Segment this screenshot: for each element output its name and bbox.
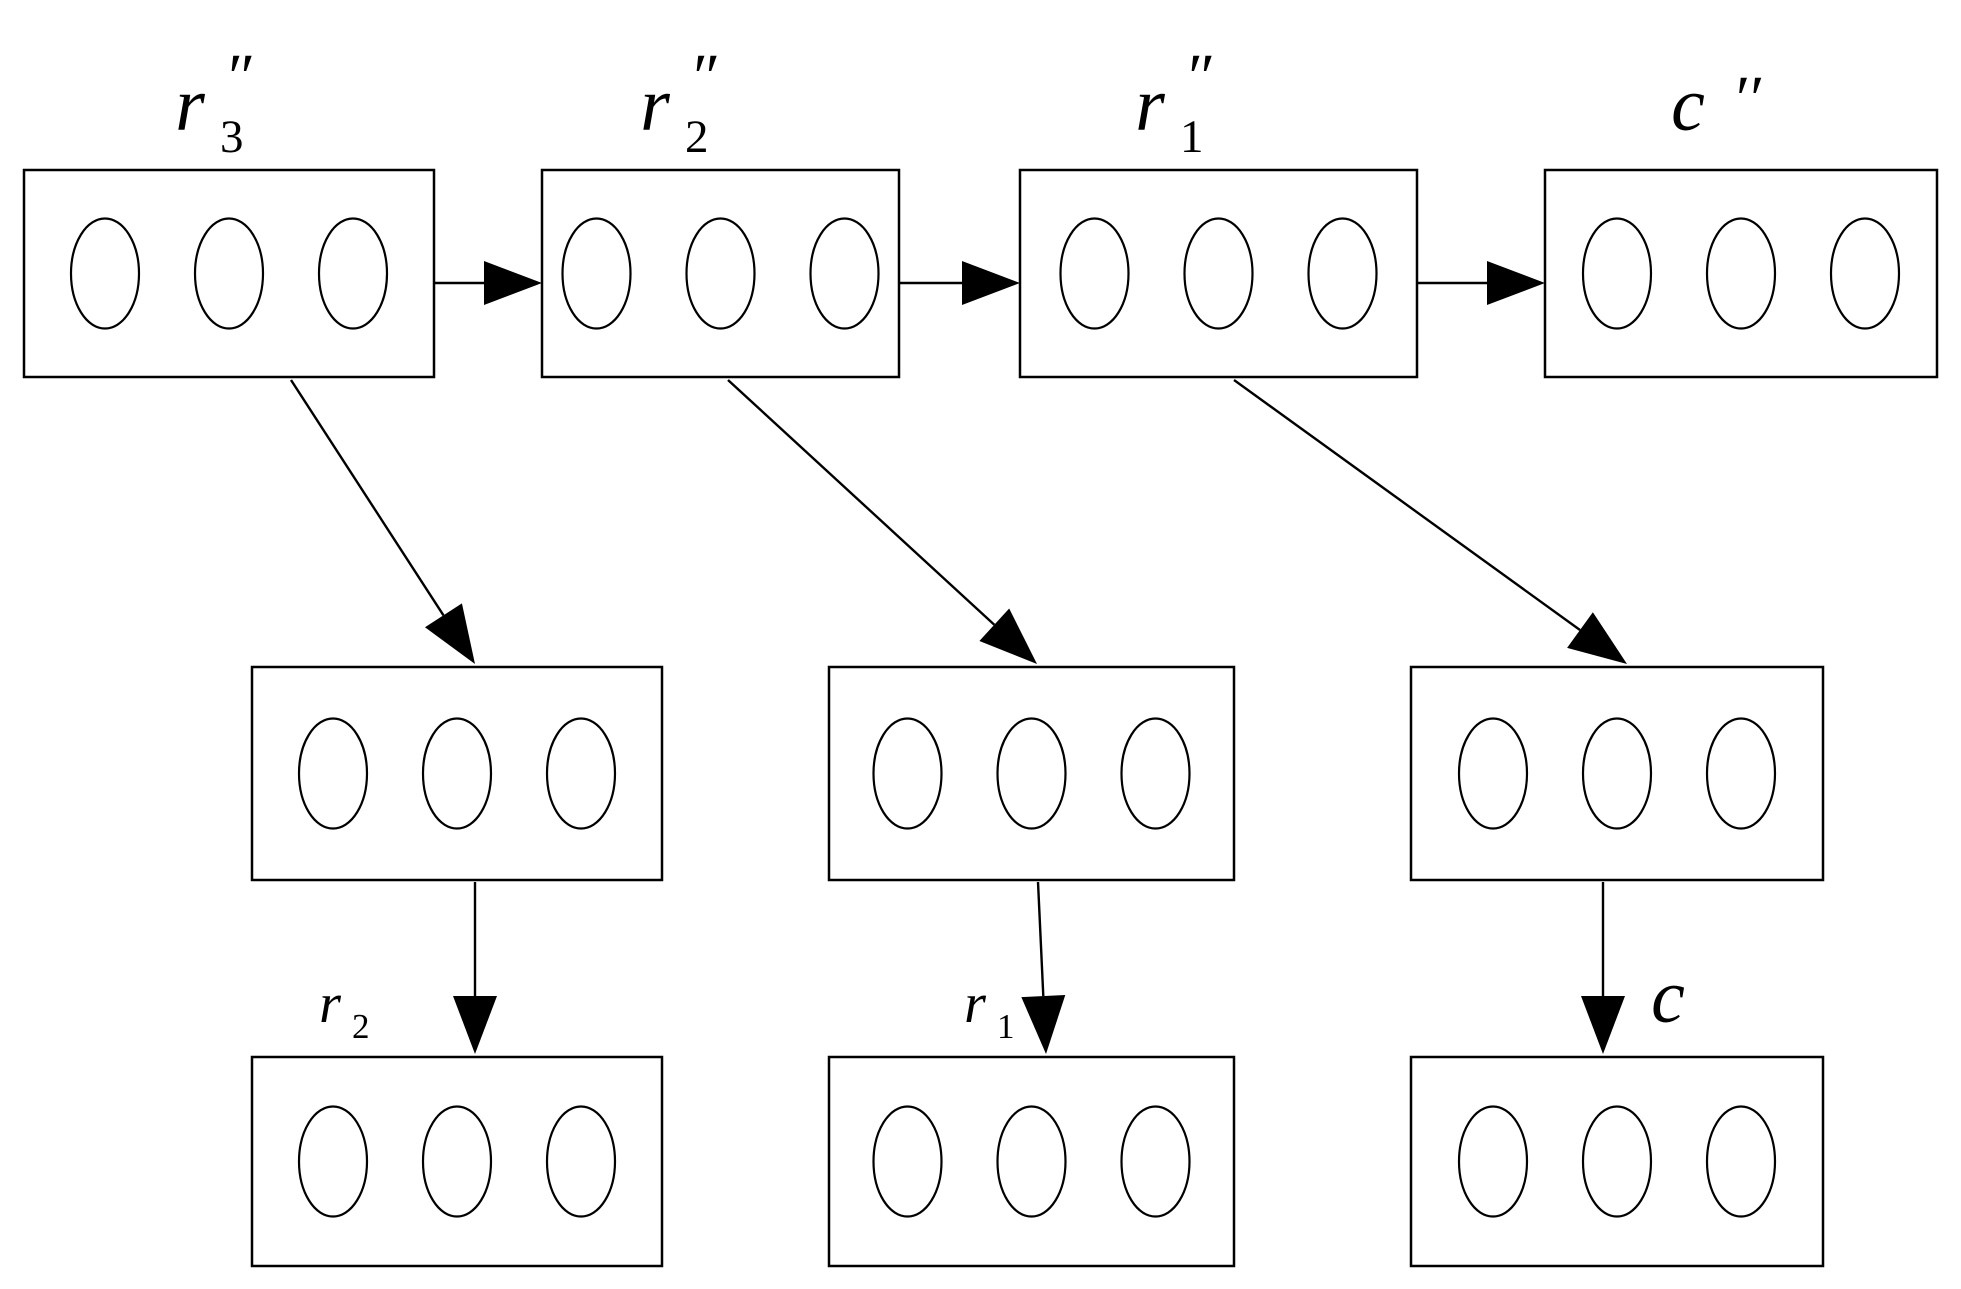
node-c: [1409, 1055, 1825, 1268]
edge-r2pp-h2: [727, 379, 1037, 664]
label-subscript-r1: 1: [997, 1007, 1015, 1046]
unit-r2pp-1: [685, 217, 756, 330]
unit-cpp-0: [1581, 217, 1653, 330]
unit-r2-0: [297, 1105, 369, 1218]
node-r3pp: [22, 168, 436, 379]
unit-r2-2: [545, 1105, 617, 1218]
arrowhead-r2pp-r1pp: [962, 261, 1020, 305]
label-prime-cpp: ′′: [1732, 63, 1762, 135]
edge-r1pp-cpp: [1417, 261, 1545, 305]
edge-line-r1pp-h1: [1233, 379, 1581, 632]
node-h3: [250, 665, 664, 882]
label-main-r3pp: r: [175, 63, 205, 147]
unit-h1-0: [1457, 717, 1529, 830]
nodes-layer: [22, 168, 1939, 1268]
unit-h1-1: [1581, 717, 1653, 830]
unit-h2-2: [1120, 717, 1191, 830]
unit-r1pp-0: [1059, 217, 1130, 330]
unit-c-2: [1705, 1105, 1777, 1218]
edge-h2-r1: [1021, 881, 1066, 1054]
unit-r1pp-2: [1307, 217, 1378, 330]
label-main-r1: r: [964, 973, 986, 1035]
node-r2pp: [540, 168, 901, 379]
arrowhead-r3pp-h3: [424, 603, 475, 664]
edge-r2pp-r1pp: [899, 261, 1020, 305]
label-main-r2: r: [319, 973, 341, 1035]
unit-r2pp-2: [809, 217, 880, 330]
unit-h3-0: [297, 717, 369, 830]
edge-r3pp-r2pp: [434, 261, 542, 305]
label-subscript-r1pp: 1: [1180, 111, 1204, 163]
unit-r2-1: [421, 1105, 493, 1218]
label-cpp: c ′′: [1671, 63, 1762, 147]
unit-r1-0: [872, 1105, 943, 1218]
label-prime-r3pp: ″: [224, 41, 252, 113]
edge-r1pp-h1: [1233, 379, 1627, 664]
edges-layer: [289, 261, 1627, 1054]
unit-r3pp-1: [193, 217, 265, 330]
label-main-r2pp: r: [640, 63, 670, 147]
arrowhead-h3-r2: [453, 996, 497, 1054]
edge-r3pp-h3: [289, 379, 475, 664]
edge-line-h2-r1: [1036, 881, 1045, 997]
label-prime-r1pp: ″: [1184, 41, 1212, 113]
arrowhead-r2pp-h2: [979, 608, 1037, 664]
label-subscript-r2: 2: [352, 1007, 370, 1046]
node-h1: [1409, 665, 1825, 882]
unit-h2-0: [872, 717, 943, 830]
edge-h1-c: [1581, 882, 1625, 1054]
node-h2: [827, 665, 1236, 882]
unit-cpp-1: [1705, 217, 1777, 330]
node-r1pp: [1018, 168, 1419, 379]
unit-r3pp-2: [317, 217, 389, 330]
node-r2: [250, 1055, 664, 1268]
unit-cpp-2: [1829, 217, 1901, 330]
arrowhead-r3pp-r2pp: [484, 261, 542, 305]
unit-h2-1: [996, 717, 1067, 830]
unit-r1-1: [996, 1105, 1067, 1218]
edge-h3-r2: [453, 882, 497, 1054]
arrowhead-h2-r1: [1021, 995, 1066, 1054]
unit-h3-1: [421, 717, 493, 830]
label-main-c: c: [1651, 955, 1685, 1039]
unit-h3-2: [545, 717, 617, 830]
arrowhead-r1pp-h1: [1567, 612, 1627, 664]
label-subscript-r3pp: 3: [220, 111, 244, 163]
label-main-cpp: c: [1671, 63, 1705, 147]
unit-r3pp-0: [69, 217, 141, 330]
label-subscript-r2pp: 2: [685, 111, 709, 163]
label-c: c: [1651, 955, 1685, 1039]
edge-line-r3pp-h3: [289, 379, 445, 616]
edge-line-r2pp-h2: [727, 379, 996, 626]
unit-c-0: [1457, 1105, 1529, 1218]
unit-r2pp-0: [561, 217, 632, 330]
label-main-r1pp: r: [1135, 63, 1165, 147]
arrowhead-r1pp-cpp: [1487, 261, 1545, 305]
unit-r1pp-1: [1183, 217, 1254, 330]
node-r1: [827, 1055, 1236, 1268]
unit-c-1: [1581, 1105, 1653, 1218]
unit-r1-2: [1120, 1105, 1191, 1218]
arrowhead-h1-c: [1581, 996, 1625, 1054]
label-prime-r2pp: ″: [689, 41, 717, 113]
unit-h1-2: [1705, 717, 1777, 830]
node-cpp: [1543, 168, 1939, 379]
